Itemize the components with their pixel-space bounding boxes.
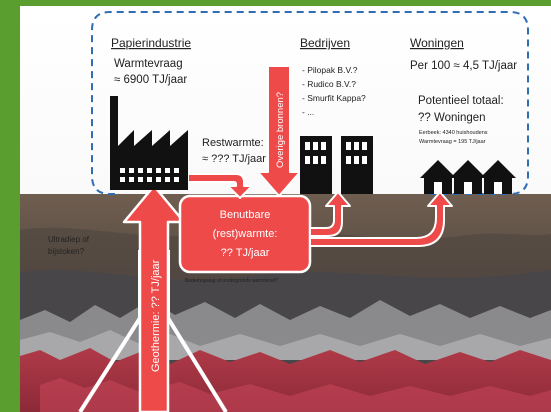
warmtevraag-label: Warmtevraag bbox=[114, 58, 183, 70]
papierindustrie-title: Papierindustrie bbox=[111, 36, 191, 50]
restwarmte-label: Restwarmte: bbox=[202, 137, 264, 149]
overige-bronnen-arrow bbox=[257, 65, 301, 197]
benutbare-line3: ?? TJ/jaar bbox=[221, 247, 270, 259]
bedrijf-item: - Rudico B.V.? bbox=[302, 79, 356, 89]
potentieel-value: ?? Woningen bbox=[418, 112, 486, 124]
geothermie-label: Geothermie: ?? TJ/jaar bbox=[150, 259, 162, 372]
warmtevraag-value: ≈ 6900 TJ/jaar bbox=[114, 74, 187, 86]
woningen-title: Woningen bbox=[410, 36, 464, 50]
office-building-icon bbox=[300, 136, 373, 194]
benutbare-line2: (rest)warmte: bbox=[213, 228, 278, 240]
surface-boundary bbox=[91, 11, 529, 195]
bodemopslag-caption: Bodemopslag of ondergronds warmtenet? bbox=[185, 278, 278, 284]
woningen-demand-note: Warmtevraag = 195 TJ/jaar bbox=[419, 139, 486, 145]
restwarmte-value: ≈ ??? TJ/jaar bbox=[202, 153, 266, 165]
factory-icon bbox=[110, 96, 188, 190]
woningen-households-note: Eerbeek: 4340 huishoudens bbox=[419, 130, 488, 136]
ultradiep-line2: bijstoken? bbox=[48, 247, 85, 256]
bedrijf-item: - Pilopak B.V.? bbox=[302, 65, 358, 75]
houses-icon bbox=[420, 160, 516, 194]
restwarmte-arrow bbox=[187, 173, 253, 199]
geothermie-arrow bbox=[122, 184, 186, 412]
potentieel-label: Potentieel totaal: bbox=[418, 95, 504, 107]
bedrijven-title: Bedrijven bbox=[300, 36, 350, 50]
bedrijf-item: - Smurfit Kappa? bbox=[302, 93, 366, 103]
overige-bronnen-label: Overige bronnen? bbox=[275, 92, 286, 168]
distribution-arrows bbox=[309, 191, 453, 247]
ultradiep-line1: Ultradiep of bbox=[48, 235, 90, 244]
benutbare-line1: Benutbare bbox=[220, 209, 271, 221]
woningen-per100: Per 100 ≈ 4,5 TJ/jaar bbox=[410, 60, 517, 72]
bedrijf-item: - ... bbox=[302, 107, 314, 117]
